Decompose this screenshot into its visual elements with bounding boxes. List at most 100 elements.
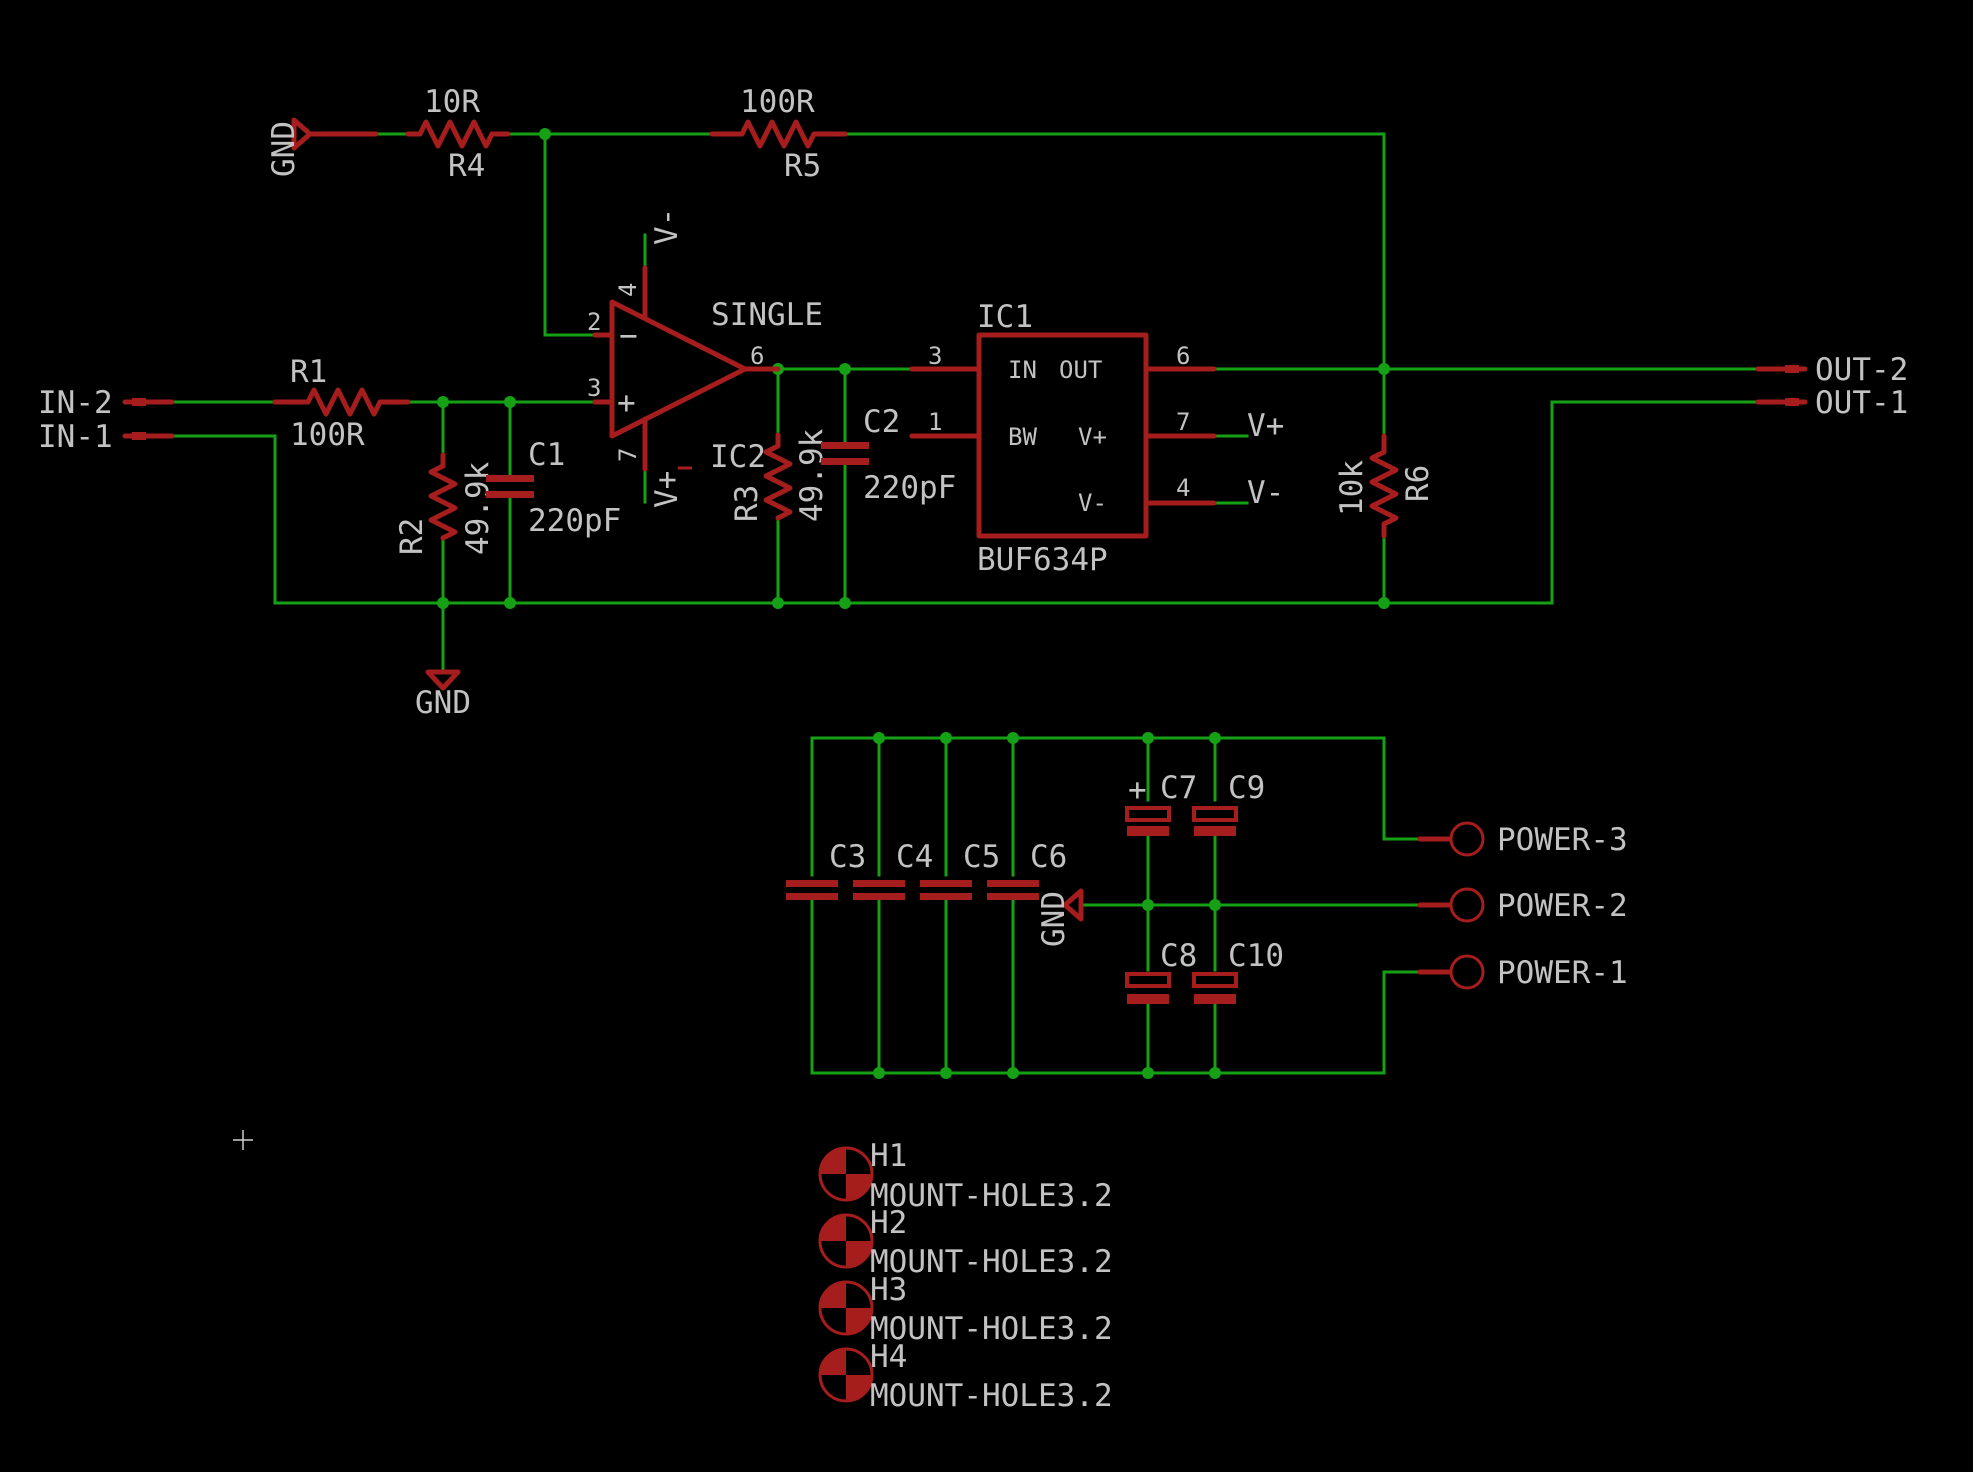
h1-name: H1: [870, 1138, 907, 1174]
junction-dot: [1209, 732, 1221, 744]
h4-name: H4: [870, 1339, 907, 1375]
output-ports: OUT-2 OUT-1: [1755, 352, 1908, 421]
junction-dot: [539, 128, 551, 140]
buffer-pin6: 6: [1176, 342, 1190, 370]
ground-icon: [425, 669, 461, 691]
mount-hole-h4[interactable]: H4 MOUNT-HOLE3.2: [818, 1339, 1113, 1414]
buffer-ic1[interactable]: 3 1 6 7 4 IN OUT BW V+ V- IC1 BUF634P V+…: [909, 299, 1284, 578]
resistor-r2[interactable]: R2 49.9k: [394, 452, 496, 555]
junction-dot: [1209, 1067, 1221, 1079]
ground-icon: [291, 117, 313, 151]
port-out1-label: OUT-1: [1815, 385, 1908, 421]
r4-value: 10R: [424, 84, 480, 120]
h4-value: MOUNT-HOLE3.2: [870, 1378, 1113, 1414]
buffer-pin-vpos-label: V+: [1078, 423, 1107, 451]
h3-name: H3: [870, 1272, 907, 1308]
junction-dot: [1209, 899, 1221, 911]
junction-dot: [1007, 732, 1019, 744]
opamp-minus-sign: −: [619, 318, 638, 354]
opamp-supply-vneg: V-: [649, 208, 685, 245]
capacitor-c6[interactable]: C6: [987, 839, 1067, 900]
junction-dot: [504, 597, 516, 609]
junctions: [437, 128, 1390, 1079]
mount-hole-h2[interactable]: H2 MOUNT-HOLE3.2: [818, 1205, 1113, 1280]
c9-name: C9: [1228, 770, 1265, 806]
r5-value: 100R: [740, 84, 815, 120]
opamp-pin7: 7: [614, 448, 642, 462]
resistor-r1[interactable]: R1 100R: [272, 354, 411, 453]
power-connector-3[interactable]: POWER-3: [1417, 821, 1628, 858]
power1-label: POWER-1: [1497, 955, 1628, 991]
power-connector-1[interactable]: POWER-1: [1417, 954, 1628, 991]
c5-name: C5: [963, 839, 1000, 875]
gnd-symbol-feedback: GND: [266, 117, 379, 177]
capacitor-c2[interactable]: C2 220pF: [821, 404, 956, 506]
origin-marker-icon: [233, 1130, 253, 1150]
r1-value: 100R: [290, 417, 365, 453]
c2-name: C2: [863, 404, 900, 440]
port-in1-label: IN-1: [38, 419, 113, 455]
junction-dot: [1142, 899, 1154, 911]
power-connector-2[interactable]: POWER-2: [1417, 887, 1628, 924]
buffer-pin7: 7: [1176, 408, 1190, 436]
opamp-pin4: 4: [614, 283, 642, 297]
junction-dot: [940, 732, 952, 744]
opamp-pin3: 3: [587, 374, 601, 402]
r4-name: R4: [448, 148, 485, 184]
gnd-label: GND: [1036, 891, 1072, 947]
junction-dot: [1378, 363, 1390, 375]
h2-name: H2: [870, 1205, 907, 1241]
r2-name: R2: [394, 518, 430, 555]
port-out2-pad: [1785, 365, 1799, 373]
c3-name: C3: [829, 839, 866, 875]
opamp-pin6: 6: [750, 342, 764, 370]
capacitor-c4[interactable]: C4: [853, 839, 933, 900]
ground-icon: [1062, 888, 1084, 922]
capacitor-c1[interactable]: C1 220pF: [486, 437, 621, 539]
c10-name: C10: [1228, 938, 1284, 974]
capacitor-c9[interactable]: C9: [1192, 770, 1265, 836]
gnd-symbol-power: GND: [1036, 888, 1084, 947]
gnd-label: GND: [266, 121, 302, 177]
c6-name: C6: [1030, 839, 1067, 875]
junction-dot: [437, 396, 449, 408]
port-in2-pad: [132, 398, 146, 406]
wire-feedback-inv: [543, 132, 597, 337]
buffer-supply-vneg: V-: [1247, 475, 1284, 511]
resistor-r4[interactable]: 10R R4: [405, 84, 511, 184]
opamp-plus-sign: +: [617, 385, 636, 421]
wire-power-rail-top: [810, 736, 1452, 841]
junction-dot: [873, 732, 885, 744]
junction-dot: [504, 396, 516, 408]
power3-label: POWER-3: [1497, 822, 1628, 858]
opamp-value: SINGLE: [711, 297, 823, 333]
wire-power-rail-bottom: [810, 970, 1452, 1075]
r6-name: R6: [1400, 465, 1436, 502]
capacitor-c10[interactable]: C10: [1192, 938, 1284, 1004]
capacitor-c3[interactable]: C3: [786, 839, 866, 900]
junction-dot: [1378, 597, 1390, 609]
r3-name: R3: [729, 485, 765, 522]
h2-value: MOUNT-HOLE3.2: [870, 1244, 1113, 1280]
capacitor-c7[interactable]: + C7: [1125, 770, 1197, 836]
c4-name: C4: [896, 839, 933, 875]
connector-pad-icon: [1449, 821, 1485, 857]
capacitor-c8[interactable]: C8: [1125, 938, 1197, 1004]
mount-hole-h1[interactable]: H1 MOUNT-HOLE3.2: [818, 1138, 1113, 1214]
mount-hole-h3[interactable]: H3 MOUNT-HOLE3.2: [818, 1272, 1113, 1347]
buffer-pin3: 3: [928, 342, 942, 370]
c2-value: 220pF: [863, 470, 956, 506]
port-in1-pad: [132, 432, 146, 440]
junction-dot: [1142, 732, 1154, 744]
c1-value: 220pF: [528, 503, 621, 539]
resistor-r6[interactable]: 10k R6: [1334, 433, 1436, 539]
port-in2-label: IN-2: [38, 385, 113, 421]
junction-dot: [873, 1067, 885, 1079]
h3-value: MOUNT-HOLE3.2: [870, 1311, 1113, 1347]
buffer-pin-vneg-label: V-: [1078, 489, 1107, 517]
opamp-ic2[interactable]: − + 2 3 6 4 7 SINGLE IC2 V- V+: [587, 208, 823, 508]
capacitor-c5[interactable]: C5: [920, 839, 1000, 900]
buffer-pin-bw-label: BW: [1008, 423, 1037, 451]
opamp-pin2: 2: [587, 308, 601, 336]
resistor-r5[interactable]: 100R R5: [709, 84, 848, 184]
